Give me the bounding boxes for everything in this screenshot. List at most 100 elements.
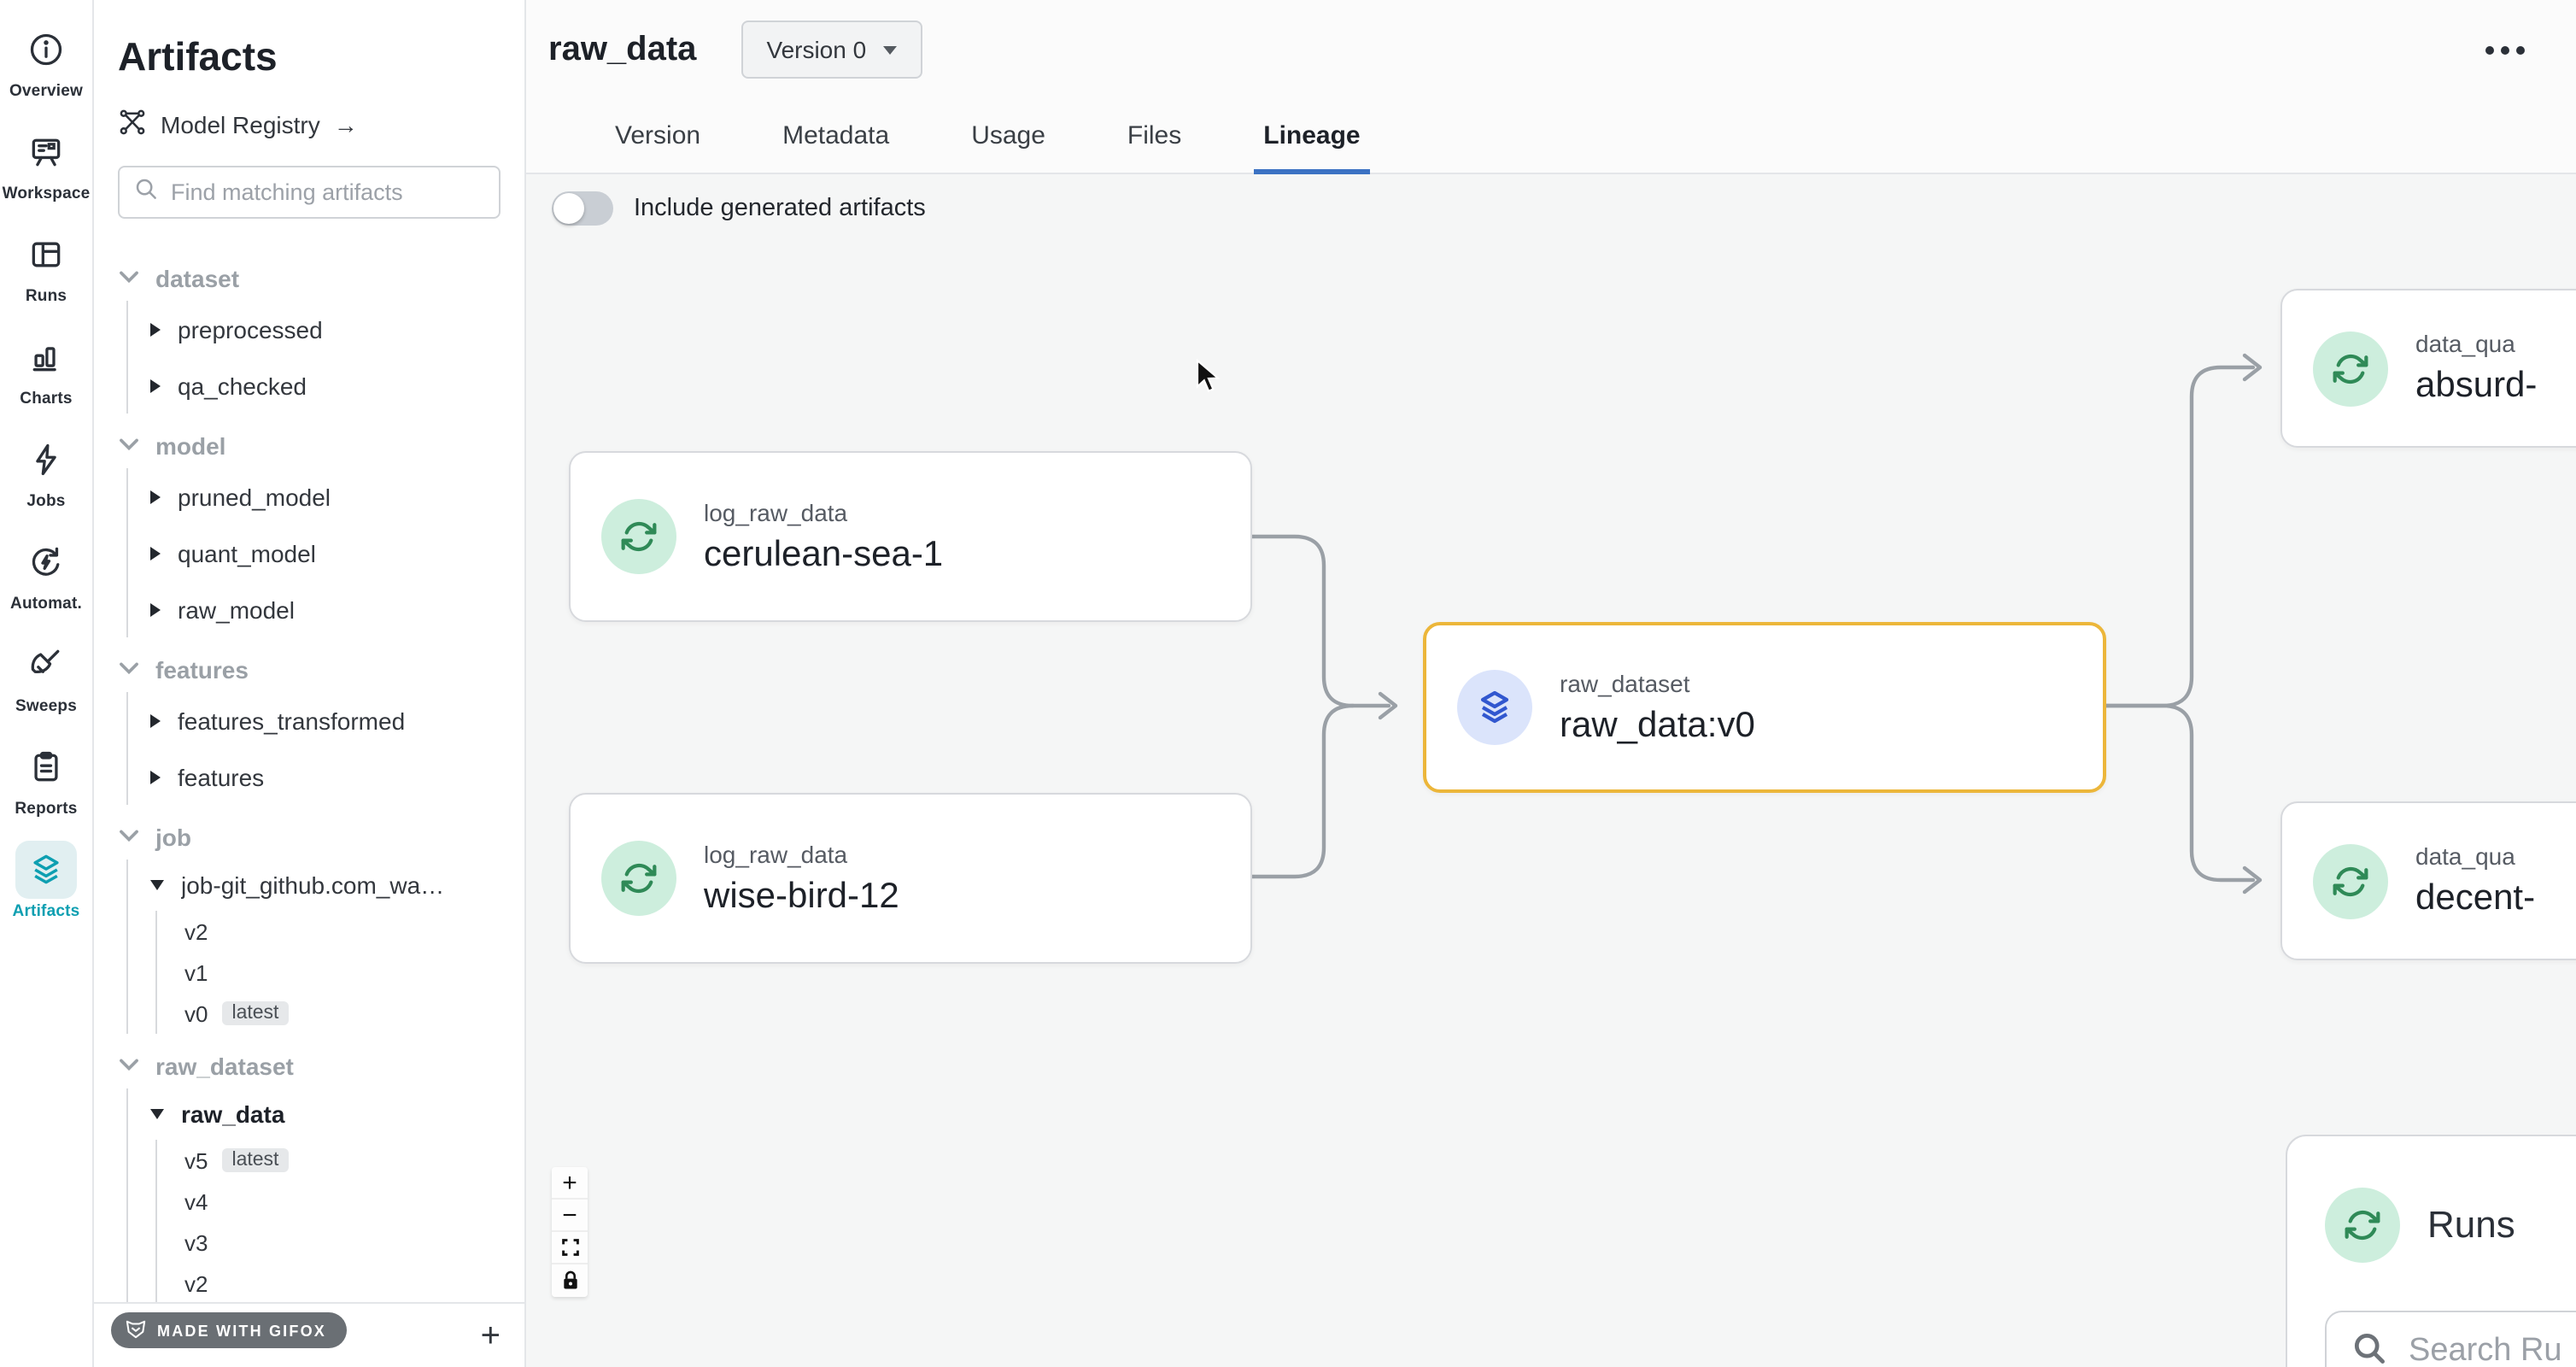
chevron-right-icon [150, 770, 161, 783]
sweeps-broom-icon [15, 636, 77, 694]
tab-usage[interactable]: Usage [971, 121, 1045, 150]
tree-item[interactable]: raw_model [150, 581, 507, 637]
latest-badge: latest [221, 1148, 290, 1172]
mouse-cursor [1196, 358, 1221, 403]
tree-item[interactable]: qa_checked [150, 357, 507, 414]
runs-cluster-header: Runs [2325, 1188, 2576, 1263]
tree-item-expanded[interactable]: job-git_github.com_wa… [150, 860, 507, 911]
tab-bar: Version Metadata Usage Files Lineage [526, 99, 2576, 174]
reports-clipboard-icon [15, 738, 77, 796]
sidebar-item-charts[interactable]: Charts [15, 328, 77, 408]
sidebar-item-runs[interactable]: Runs [15, 226, 77, 306]
tree-item[interactable]: pruned_model [150, 468, 507, 525]
lineage-node-artifact-selected[interactable]: raw_dataset raw_data:v0 [1423, 622, 2106, 793]
artifact-search-box[interactable] [118, 166, 501, 219]
tree-section-model[interactable]: model [118, 424, 507, 468]
sidebar-item-sweeps[interactable]: Sweeps [15, 636, 77, 716]
lock-button[interactable] [552, 1264, 588, 1297]
chevron-right-icon [150, 546, 161, 560]
tree-item[interactable]: preprocessed [150, 301, 507, 357]
lineage-node-run[interactable]: log_raw_data cerulean-sea-1 [569, 451, 1252, 622]
tab-lineage[interactable]: Lineage [1253, 121, 1370, 174]
generated-artifacts-toggle-row: Include generated artifacts [552, 191, 926, 226]
run-sync-icon [2313, 331, 2388, 406]
runs-table-icon [15, 226, 77, 284]
artifact-search-input[interactable] [171, 179, 485, 205]
main-panel: raw_data Version 0 Version Metadata Usag… [526, 0, 2576, 1367]
artifacts-sidebar: Artifacts Model Registry → dataset [94, 0, 526, 1367]
runs-cluster-panel[interactable]: Runs [2286, 1135, 2576, 1367]
sidebar-title: Artifacts [118, 34, 278, 79]
lineage-canvas[interactable]: Include generated artifacts log_raw_data [526, 174, 2576, 1367]
lineage-node-run[interactable]: data_qua absurd- [2280, 289, 2576, 448]
chevron-down-icon [118, 263, 140, 294]
version-select-button[interactable]: Version 0 [741, 21, 923, 79]
runs-search-input[interactable] [2409, 1333, 2576, 1367]
sidebar-item-reports[interactable]: Reports [15, 738, 77, 818]
made-with-gifox-badge: MADE WITH GIFOX [111, 1312, 347, 1348]
chevron-right-icon [150, 322, 161, 336]
version-row[interactable]: v2 [184, 918, 208, 944]
chevron-right-icon [150, 490, 161, 503]
version-row[interactable]: v1 [184, 959, 208, 985]
sidebar-item-overview[interactable]: Overview [9, 21, 83, 101]
run-sync-icon [601, 841, 676, 916]
automations-icon [15, 533, 77, 591]
chevron-down-icon [118, 654, 140, 685]
lineage-node-run[interactable]: log_raw_data wise-bird-12 [569, 793, 1252, 964]
search-icon [2351, 1329, 2388, 1367]
artifact-layers-icon [1457, 670, 1532, 745]
tab-metadata[interactable]: Metadata [782, 121, 890, 150]
chevron-down-icon [883, 45, 898, 54]
canvas-zoom-controls: + − [552, 1167, 588, 1297]
include-generated-toggle[interactable] [552, 191, 613, 226]
fit-view-button[interactable] [552, 1232, 588, 1264]
version-row[interactable]: v2 [184, 1270, 208, 1296]
chevron-down-icon [150, 1109, 164, 1119]
workspace-icon [15, 123, 77, 181]
version-row[interactable]: v4 [184, 1188, 208, 1214]
add-artifact-button[interactable]: + [480, 1317, 501, 1354]
charts-icon [15, 328, 77, 386]
artifact-tree: dataset preprocessed qa_checked model [94, 246, 524, 1302]
chevron-right-icon [150, 378, 161, 392]
chevron-right-icon [150, 602, 161, 616]
zoom-in-button[interactable]: + [552, 1167, 588, 1200]
tab-version[interactable]: Version [615, 121, 701, 150]
version-row[interactable]: v5 latest [184, 1140, 507, 1181]
model-registry-link[interactable]: Model Registry → [94, 80, 524, 142]
tree-item[interactable]: features_transformed [150, 692, 507, 748]
tree-section-job[interactable]: job [118, 815, 507, 860]
page-title: raw_data [548, 30, 697, 67]
run-sync-icon [601, 499, 676, 574]
sidebar-item-artifacts[interactable]: Artifacts [13, 841, 80, 921]
tab-files[interactable]: Files [1127, 121, 1182, 150]
model-registry-icon [118, 108, 147, 142]
tree-item[interactable]: features [150, 748, 507, 805]
lineage-node-run[interactable]: data_qua decent- [2280, 801, 2576, 960]
tree-section-dataset[interactable]: dataset [118, 256, 507, 301]
sidebar-item-jobs[interactable]: Jobs [15, 431, 77, 511]
tree-section-raw-dataset[interactable]: raw_dataset [118, 1044, 507, 1088]
version-row[interactable]: v3 [184, 1229, 208, 1255]
artifact-header: raw_data Version 0 [526, 0, 2576, 99]
chevron-down-icon [150, 880, 164, 890]
runs-search-box[interactable] [2325, 1311, 2576, 1367]
tree-section-features[interactable]: features [118, 648, 507, 692]
info-icon [15, 21, 77, 79]
zoom-out-button[interactable]: − [552, 1200, 588, 1232]
sidebar-item-workspace[interactable]: Workspace [3, 123, 91, 203]
sidebar-item-automations[interactable]: Automat. [10, 533, 82, 613]
chevron-down-icon [118, 431, 140, 461]
tree-item-expanded-selected[interactable]: raw_data [150, 1088, 507, 1140]
tree-item[interactable]: quant_model [150, 525, 507, 581]
jobs-bolt-icon [15, 431, 77, 489]
version-row[interactable]: v0 latest [184, 993, 507, 1034]
chevron-right-icon [150, 713, 161, 727]
gifox-fox-icon [125, 1318, 147, 1342]
nav-rail: Overview Workspace Runs Charts Jobs [0, 0, 94, 1367]
overflow-menu-button[interactable] [2475, 35, 2535, 64]
search-icon [133, 175, 159, 209]
latest-badge: latest [221, 1001, 290, 1025]
